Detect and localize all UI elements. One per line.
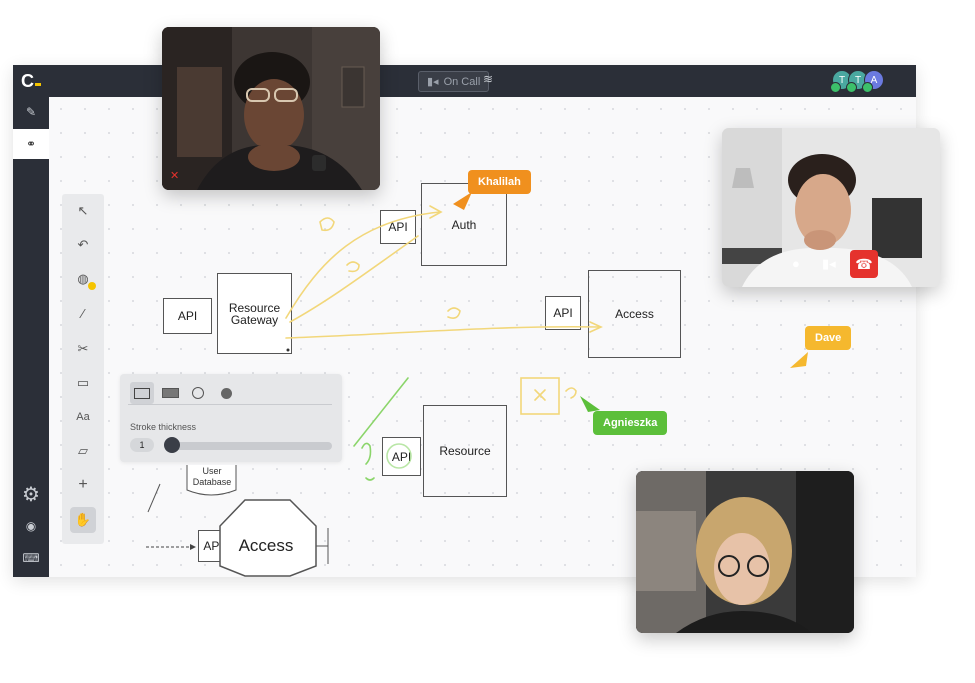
rectangle-outline-icon (134, 387, 150, 399)
link-button[interactable]: ⚭ (13, 129, 49, 159)
phone-icon (846, 82, 857, 93)
cursor-tag-dave: Dave (805, 326, 852, 350)
edit-board-button[interactable]: ✎ (13, 97, 49, 127)
scissors-tool[interactable]: ✂ (70, 336, 96, 362)
avatar[interactable]: A (862, 70, 884, 93)
rectangle-filled-icon (161, 388, 179, 398)
link-icon: ⚭ (25, 137, 37, 151)
pen-tool[interactable]: ∕ (70, 300, 96, 326)
select-tool[interactable]: ↖ (70, 198, 96, 224)
shape-filled-rect[interactable] (158, 382, 182, 404)
diagram-box-api[interactable]: API (545, 296, 581, 330)
left-sidebar: ✎ ⚭ ⚙ ◉ ⌨ (13, 97, 49, 577)
app-logo: C (21, 71, 34, 91)
sticky-note-icon: ▱ (78, 443, 88, 458)
on-call-indicator[interactable]: ▮◂ On Call (418, 71, 490, 92)
top-bar: C ▮◂ On Call ≋ T T A (13, 65, 916, 97)
cursor-name: Agnieszka (603, 417, 658, 429)
wifi-icon: ≋ (483, 72, 494, 86)
diagram-box-resource[interactable]: Resource (423, 405, 507, 497)
video-tile-participant-2[interactable]: ● ▮◂ ☎ (722, 128, 940, 287)
diagram-box-auth[interactable]: Auth (421, 183, 507, 266)
text-tool-label: Aa (76, 411, 90, 423)
drawing-toolbar: ↖ ↶ ◍ ∕ ✂ ▭ Aa ▱ + ✋ (62, 194, 104, 544)
diagram-box-api[interactable]: API (198, 530, 228, 562)
color-dot (88, 282, 96, 290)
cursor-name: Dave (815, 332, 842, 344)
phone-icon (862, 82, 873, 93)
palette-icon: ◍ (77, 271, 89, 286)
rectangle-icon: ▭ (76, 375, 90, 390)
scissors-icon: ✂ (77, 341, 89, 356)
circle-filled-icon (220, 387, 232, 399)
undo-tool[interactable]: ↶ (70, 232, 96, 258)
cursor-tag-khalilah: Khalilah (468, 170, 531, 194)
muted-mic-icon: ✕ (170, 170, 180, 182)
stroke-value: 1 (130, 438, 154, 452)
video-tile-participant-3[interactable] (636, 471, 854, 633)
shape-tool[interactable]: ▭ (70, 370, 96, 396)
avatar-initial: T (838, 74, 846, 86)
diagram-box-access[interactable]: Access (588, 270, 681, 358)
user-database-label: User Database (192, 466, 232, 487)
camera-icon[interactable]: ▮◂ (822, 256, 836, 271)
undo-icon: ↶ (77, 237, 89, 252)
text-tool[interactable]: Aa (70, 404, 96, 430)
video-tile-participant-1[interactable]: ✕ (162, 27, 380, 190)
divider (128, 404, 332, 405)
mic-icon[interactable]: ● (792, 256, 800, 271)
keyboard-icon: ⌨ (22, 551, 40, 565)
participant-avatars: T T A (830, 70, 884, 93)
sticky-note-tool[interactable]: ▱ (70, 438, 96, 464)
diagram-box-api[interactable]: API (380, 210, 416, 244)
shape-outline-rect[interactable] (130, 382, 154, 404)
diagram-box-resource-gateway[interactable]: Resource Gateway (217, 273, 292, 354)
add-tool[interactable]: + (70, 472, 96, 498)
settings-button[interactable]: ⚙ (13, 479, 49, 509)
pan-tool[interactable]: ✋ (70, 507, 96, 533)
access-octagon-label: Access (238, 536, 294, 555)
gear-icon: ⚙ (22, 483, 40, 506)
participant-video (162, 27, 380, 190)
diagram-box-api[interactable]: API (163, 298, 212, 334)
logo-accent (35, 83, 41, 86)
hand-icon: ✋ (74, 512, 92, 527)
plus-icon: + (78, 476, 88, 493)
video-camera-icon: ▮◂ (427, 76, 439, 88)
pen-icon: ∕ (81, 305, 85, 321)
color-tool[interactable]: ◍ (70, 266, 96, 292)
diagram-box-api[interactable]: API (382, 437, 421, 476)
cursor-name: Khalilah (478, 176, 521, 188)
cursor-icon: ↖ (77, 203, 89, 218)
shape-outline-circle[interactable] (186, 382, 210, 404)
stroke-slider[interactable] (168, 442, 332, 450)
shape-filled-circle[interactable] (214, 382, 238, 404)
stroke-thickness-label: Stroke thickness (130, 422, 197, 432)
slider-handle[interactable] (164, 437, 180, 453)
end-call-button[interactable]: ☎ (850, 250, 878, 278)
edit-icon: ✎ (25, 105, 37, 119)
visibility-button[interactable]: ◉ (13, 511, 49, 541)
eye-icon: ◉ (25, 519, 37, 533)
cursor-tag-agnieszka: Agnieszka (593, 411, 668, 435)
circle-outline-icon (192, 387, 204, 399)
participant-video (636, 471, 854, 633)
avatar-initial: T (854, 74, 862, 86)
shape-options-popover: Stroke thickness 1 (120, 374, 342, 462)
avatar-initial: A (870, 74, 878, 86)
on-call-label: On Call (443, 75, 481, 88)
phone-icon (830, 82, 841, 93)
keyboard-button[interactable]: ⌨ (13, 543, 49, 573)
